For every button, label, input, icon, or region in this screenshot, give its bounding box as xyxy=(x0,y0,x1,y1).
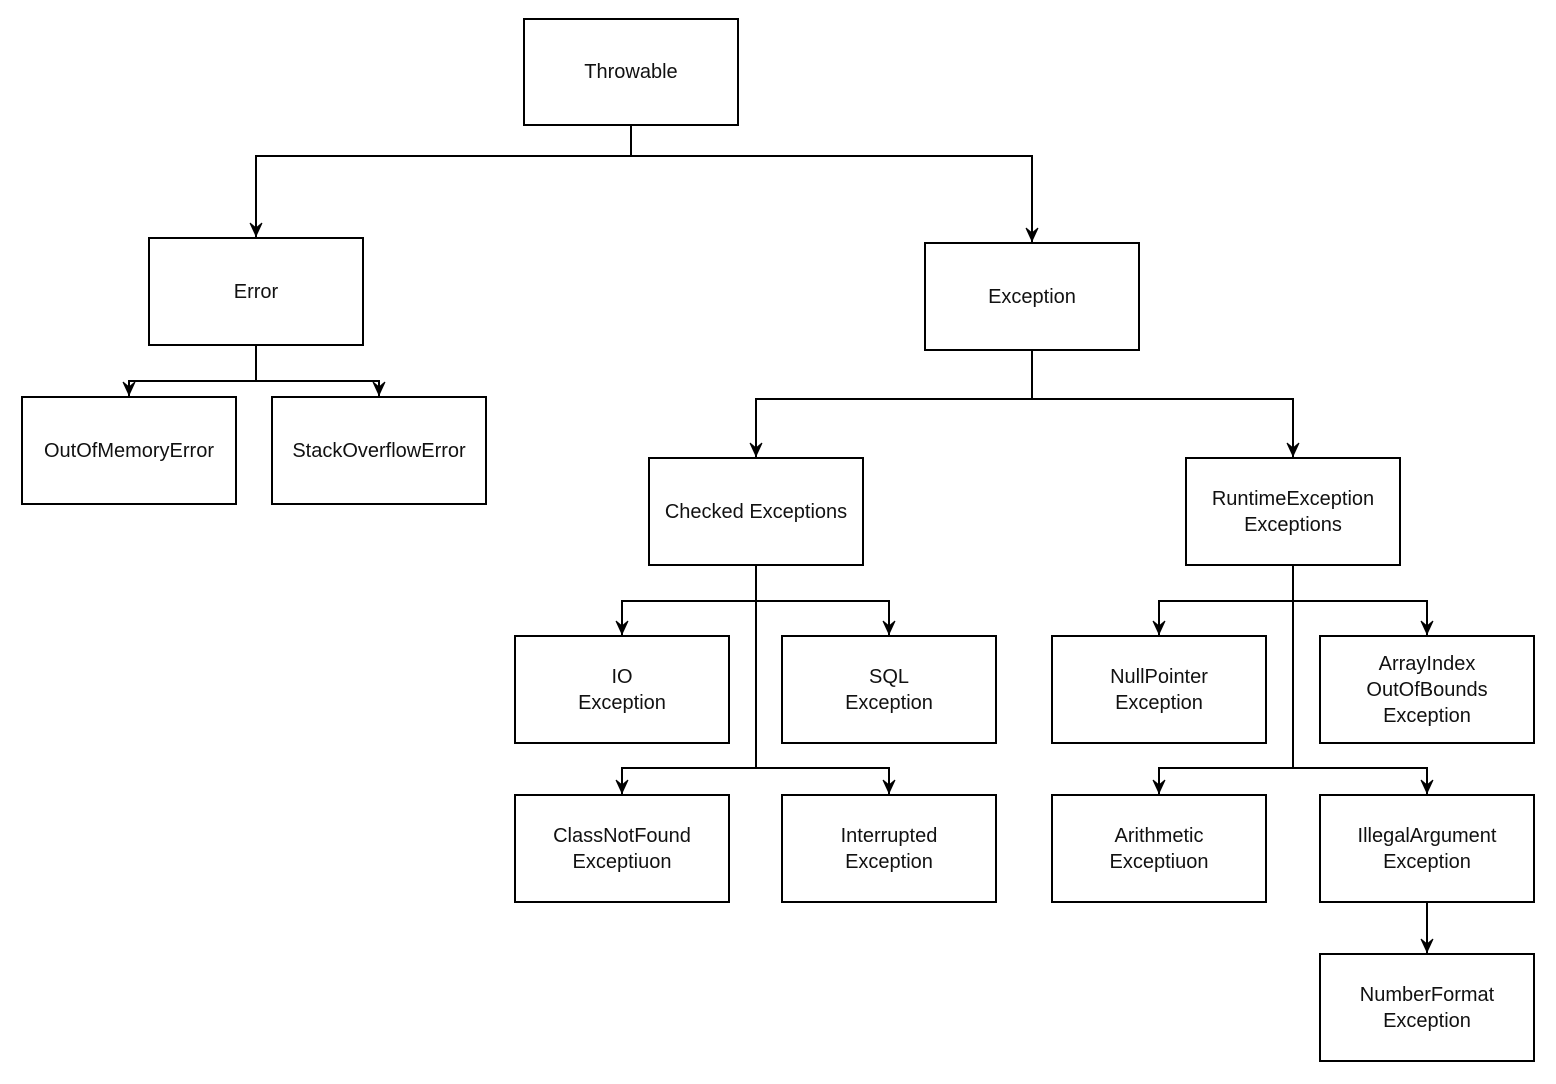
arrowhead-icon xyxy=(122,381,136,397)
node-label-line: Arithmetic xyxy=(1114,824,1204,847)
node-label-line: Exception xyxy=(1383,704,1471,727)
node-label-line: Interrupted xyxy=(840,824,938,847)
node-label-line: Exception xyxy=(578,691,666,714)
node-label: Throwable xyxy=(584,59,677,85)
arrowhead-icon xyxy=(1152,620,1166,636)
node-label-line: NumberFormat xyxy=(1359,983,1495,1006)
node-exception: Exception xyxy=(924,242,1140,351)
connector-checked_exceptions-to-io_exception xyxy=(621,566,757,635)
node-label-line: NullPointer xyxy=(1110,665,1208,688)
node-label: OutOfMemoryError xyxy=(44,438,214,464)
node-checked-exceptions: Checked Exceptions xyxy=(648,457,864,566)
node-label-line: Checked Exceptions xyxy=(664,500,848,523)
arrowhead-icon xyxy=(749,442,763,458)
node-label: SQL Exception xyxy=(845,664,933,716)
node-label: Checked Exceptions xyxy=(665,499,847,525)
connector-checked_exceptions-to-sql_exception xyxy=(755,566,890,635)
node-label-line: IO xyxy=(611,665,633,688)
node-label-line: Exception xyxy=(988,285,1076,308)
node-label-line: Throwable xyxy=(584,61,678,83)
node-label-line: ArrayIndex xyxy=(1378,652,1476,675)
arrowhead-icon xyxy=(882,620,896,636)
arrowhead-icon xyxy=(1420,938,1434,954)
node-label: Exception xyxy=(988,284,1076,310)
node-label-line: OutOfBounds xyxy=(1366,678,1488,701)
node-label-line: StackOverflowError xyxy=(292,439,466,462)
node-out-of-memory-error: OutOfMemoryError xyxy=(21,396,237,505)
node-label-line: Exceptiuon xyxy=(1109,850,1209,873)
arrowhead-icon xyxy=(1420,779,1434,795)
node-stack-overflow-error: StackOverflowError xyxy=(271,396,487,505)
node-label-line: Exception xyxy=(845,691,933,714)
connector-runtime_exceptions-to-null_pointer_exception xyxy=(1158,566,1294,635)
arrowhead-icon xyxy=(249,222,263,238)
node-error: Error xyxy=(148,237,364,346)
node-label-line: Error xyxy=(233,280,279,303)
connector-runtime_exceptions-to-illegal_argument_exception xyxy=(1292,566,1428,794)
arrowhead-icon xyxy=(372,381,386,397)
arrowhead-icon xyxy=(615,779,629,795)
connector-exception-to-checked_exceptions xyxy=(755,351,1033,457)
connector-runtime_exceptions-to-array_index_out_of_bounds_exception xyxy=(1292,566,1428,635)
node-label-line: Exception xyxy=(1383,1009,1471,1032)
node-label-line: Exceptiuon xyxy=(572,850,672,873)
node-label-line: Exception xyxy=(1383,850,1471,873)
connector-throwable-to-error xyxy=(255,126,632,237)
arrowhead-icon xyxy=(615,620,629,636)
connector-throwable-to-exception xyxy=(630,126,1033,242)
node-label-line: SQL xyxy=(868,665,910,688)
connector-exception-to-runtime_exceptions xyxy=(1031,351,1294,457)
node-sql-exception: SQL Exception xyxy=(781,635,997,744)
node-throwable: Throwable xyxy=(523,18,739,126)
node-label-line: Exception xyxy=(1115,691,1203,714)
arrowhead-icon xyxy=(1025,227,1039,243)
node-label: StackOverflowError xyxy=(292,438,465,464)
connector-checked_exceptions-to-interrupted_exception xyxy=(755,566,890,794)
arrowhead-icon xyxy=(882,779,896,795)
node-label: Error xyxy=(234,279,278,305)
node-label-line: Exceptions xyxy=(1244,513,1342,536)
arrowhead-icon xyxy=(1286,442,1300,458)
connector-error-to-stack_overflow_error xyxy=(255,346,380,396)
node-io-exception: IO Exception xyxy=(514,635,730,744)
arrowhead-icon xyxy=(1420,620,1434,636)
node-label-line: OutOfMemoryError xyxy=(43,439,215,462)
arrowhead-icon xyxy=(1152,779,1166,795)
node-label: IO Exception xyxy=(578,664,666,716)
connector-error-to-out_of_memory_error xyxy=(128,346,257,396)
node-label-line: RuntimeException xyxy=(1211,487,1375,510)
node-label-line: IllegalArgument xyxy=(1357,824,1497,847)
node-label-line: Exception xyxy=(845,850,933,873)
node-label-line: ClassNotFound xyxy=(553,824,691,847)
